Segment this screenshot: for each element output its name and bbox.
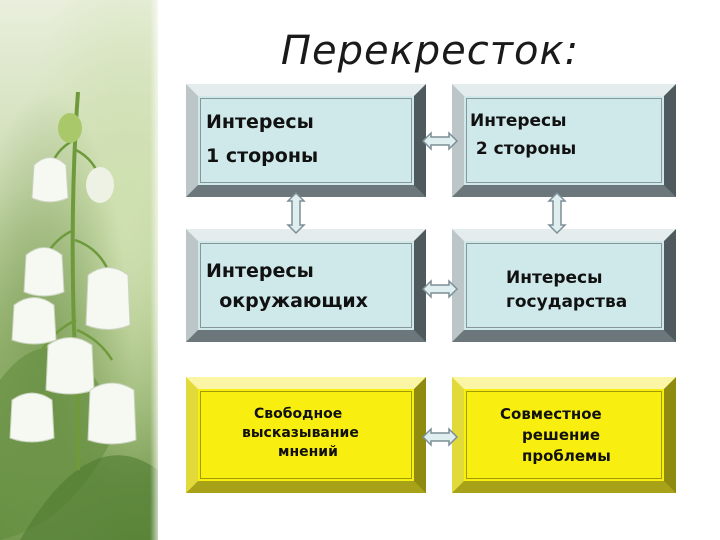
box-inner-frame [466, 391, 662, 479]
box-inner-frame [466, 243, 662, 328]
box-label-line2: решение [522, 426, 601, 444]
lily-flowers-illustration [0, 91, 158, 540]
box-first-party-interests: Интересы 1 стороны [186, 84, 426, 197]
box-label-line1: Интересы [470, 111, 567, 131]
box-inner-frame [200, 98, 412, 183]
box-inner-frame [466, 98, 662, 183]
box-label-line1: Интересы [206, 260, 314, 282]
box-inner-frame [200, 391, 412, 479]
box-label-line3: мнений [278, 444, 338, 460]
box-label-line2: 2 стороны [470, 139, 577, 159]
slide-title: Перекресток: [280, 28, 580, 74]
box-joint-solution: Совместное решение проблемы [452, 377, 676, 493]
box-label-line2: окружающих [206, 290, 368, 312]
box-label-line1: Интересы [206, 111, 314, 133]
box-label-line1: Совместное [500, 405, 602, 423]
double-arrow-horizontal-icon [422, 280, 458, 298]
box-second-party-interests: Интересы 2 стороны [452, 84, 676, 197]
box-label-line2: высказывание [242, 425, 359, 441]
double-arrow-horizontal-icon [422, 428, 458, 446]
double-arrow-vertical-icon [287, 192, 305, 234]
lily-of-the-valley-photo [0, 0, 158, 540]
box-label-line2: государства [506, 292, 628, 312]
double-arrow-horizontal-icon [422, 132, 458, 150]
box-inner-frame [200, 243, 412, 328]
box-free-expression: Свободное высказывание мнений [186, 377, 426, 493]
box-surroundings-interests: Интересы окружающих [186, 229, 426, 342]
box-state-interests: Интересы государства [452, 229, 676, 342]
box-label-line1: Свободное [254, 406, 343, 422]
box-label-line1: Интересы [506, 268, 603, 288]
double-arrow-vertical-icon [548, 192, 566, 234]
box-label-line3: проблемы [522, 447, 611, 465]
photo-fade-edge [150, 0, 162, 540]
box-label-line2: 1 стороны [206, 145, 319, 167]
